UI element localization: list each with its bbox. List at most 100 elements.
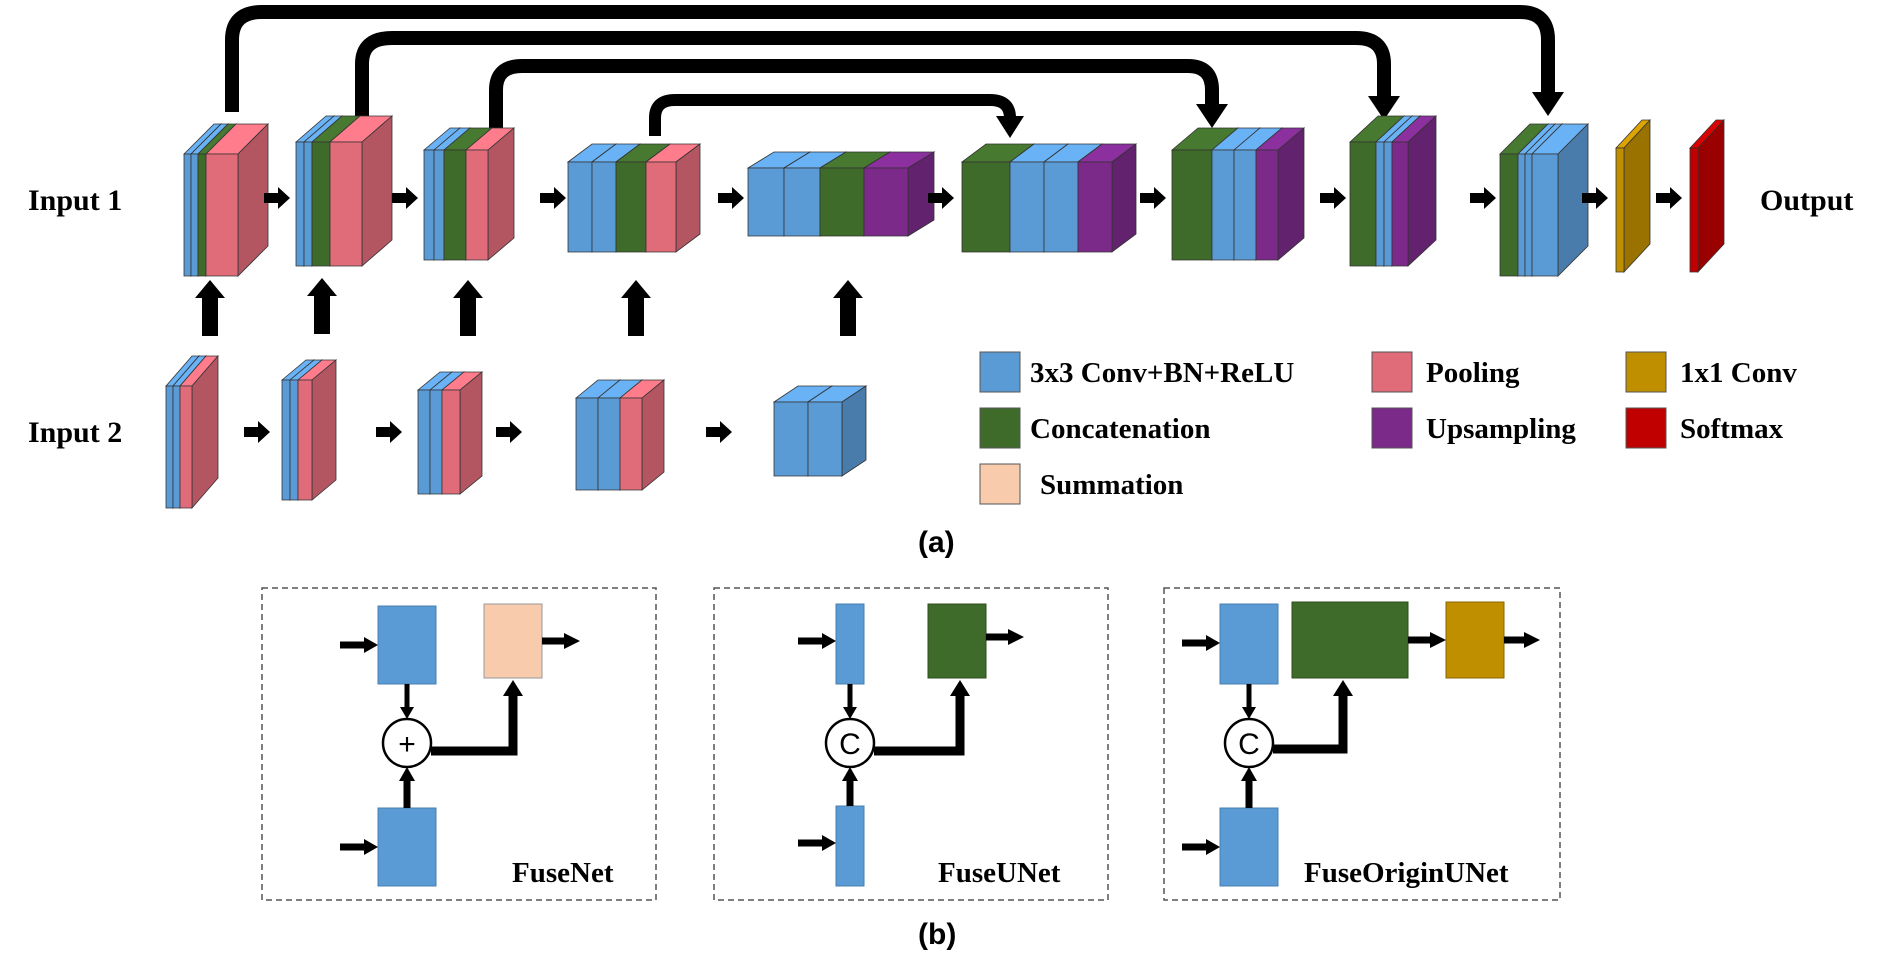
r1-flow-arrow-9 xyxy=(1582,187,1608,209)
r1-stack-8-layer-3-front xyxy=(1383,141,1393,267)
fuseoriginunet-down-arrowhead xyxy=(1242,707,1256,719)
caption-a: (a) xyxy=(918,526,955,559)
r2-stack-3-layer-3-front xyxy=(441,389,461,495)
r1-stack-out-softmax-layer-1-front xyxy=(1689,147,1699,273)
r1-stack-4-layer-1-front xyxy=(567,161,593,253)
fuseunet-in-arrowhead-top xyxy=(822,633,836,649)
legend: 3x3 Conv+BN+ReLU Pooling 1x1 Conv Concat… xyxy=(979,351,1797,505)
r1-stack-9-layer-3-front xyxy=(1524,153,1533,277)
r1-stack-9-layer-1-front xyxy=(1499,153,1519,277)
fusenet-out-arrowhead xyxy=(564,633,580,649)
fuseunet-out-arrowhead xyxy=(1008,629,1024,645)
legend-swatch-softmax xyxy=(1625,407,1667,449)
r1-stack-3 xyxy=(422,127,516,261)
legend-label-pool: Pooling xyxy=(1426,357,1520,389)
r1-stack-9-layer-2-front xyxy=(1517,153,1526,277)
legend-label-up: Upsampling xyxy=(1426,413,1576,445)
r1-stack-1-layer-2-front xyxy=(190,153,199,277)
panel-fuseoriginunet-title: FuseOriginUNet xyxy=(1304,857,1509,889)
fusenet-sum-arrowhead xyxy=(503,680,523,696)
r2-stack-2-layer-2-front xyxy=(289,379,299,501)
r1-stack-5-layer-2-front xyxy=(783,167,821,237)
r2-stack-3-layer-2-front xyxy=(429,389,443,495)
r2-flow-arrow-1 xyxy=(244,421,270,443)
fuseoriginunet-out-arrowhead xyxy=(1524,632,1540,648)
fusenet-down-arrowhead xyxy=(400,707,414,719)
r1-stack-7-layer-1-front xyxy=(1171,149,1213,261)
skip-connections xyxy=(225,5,1564,138)
fuseoriginunet-concat-block xyxy=(1291,601,1409,679)
r1-flow-arrow-1 xyxy=(264,187,290,209)
r1-stack-3-layer-1-front xyxy=(423,149,435,261)
r2-stack-3 xyxy=(416,371,484,495)
skip-arrowhead-2 xyxy=(1368,96,1400,120)
r1-stack-3-layer-3-front xyxy=(443,149,467,261)
r2-stack-5-layer-1-front xyxy=(773,401,809,477)
fuseoriginunet-conv1x1-block xyxy=(1445,601,1505,679)
r1-stack-4-layer-4-front xyxy=(645,161,677,253)
r1-stack-5-layer-3-front xyxy=(819,167,865,237)
r1-stack-8 xyxy=(1348,115,1438,267)
fusenet-conv-bottom xyxy=(377,807,437,887)
r2-stack-4-layer-2-front xyxy=(597,397,621,491)
r2-stack-5-layer-2 xyxy=(806,385,868,477)
r1-stack-3-layer-4 xyxy=(464,127,516,261)
legend-swatch-up xyxy=(1371,407,1413,449)
legend-swatch-sum xyxy=(979,463,1021,505)
r2-stack-1 xyxy=(165,354,219,510)
fuseoriginunet-concat-arrowhead xyxy=(1333,680,1353,696)
r2-stack-1-layer-3 xyxy=(179,354,219,510)
r2-stack-5 xyxy=(772,385,868,477)
r1-stack-9-layer-4 xyxy=(1531,123,1589,277)
skip-connection-3 xyxy=(489,59,1219,128)
r2-stack-2 xyxy=(280,359,338,501)
fusion-up-arrow-3 xyxy=(453,280,483,336)
fuseunet-concat-path xyxy=(874,694,965,756)
fusenet-in-arrowhead-bottom xyxy=(364,839,378,855)
fuseoriginunet-concat-path xyxy=(1273,694,1348,754)
input1-layer-row xyxy=(183,115,1725,277)
r1-stack-3-layer-4-front xyxy=(465,149,489,261)
fusenet-up-arrowhead xyxy=(399,767,415,781)
r2-stack-2-layer-3-side xyxy=(311,359,337,501)
r1-stack-4-layer-4-side xyxy=(675,143,701,253)
panel-fuseunet: C FuseUNet xyxy=(713,587,1109,901)
r2-stack-1-layer-3-front xyxy=(179,385,193,509)
r1-stack-2-layer-3-front xyxy=(311,141,331,267)
fusenet-sum-path xyxy=(431,694,518,756)
r1-stack-out-softmax xyxy=(1689,118,1725,274)
panel-fuseoriginunet: C FuseOriginUNet xyxy=(1163,587,1561,901)
fusenet-in-arrowhead-top xyxy=(364,637,378,653)
legend-label-conv1x1: 1x1 Conv xyxy=(1680,357,1797,389)
r1-stack-5-layer-1-front xyxy=(747,167,785,237)
r1-stack-4-layer-4 xyxy=(644,143,702,253)
legend-label-conv: 3x3 Conv+BN+ReLU xyxy=(1030,357,1294,389)
r1-flow-arrow-6 xyxy=(1140,187,1166,209)
r1-stack-6-layer-4 xyxy=(1076,143,1138,253)
panel-fuseunet-title: FuseUNet xyxy=(938,857,1061,889)
input2-layer-row xyxy=(165,354,868,510)
r2-flow-arrow-2 xyxy=(376,421,402,443)
skip-connection-2 xyxy=(355,31,1391,120)
r1-stack-3-layer-2-front xyxy=(433,149,445,261)
r1-stack-8-layer-1-front xyxy=(1349,141,1377,267)
fusion-up-arrow-2 xyxy=(307,278,337,334)
r1-stack-7-layer-4-front xyxy=(1255,149,1279,261)
skip-arrowhead-1 xyxy=(1532,92,1564,116)
legend-label-softmax: Softmax xyxy=(1680,413,1784,445)
r1-stack-out-conv1x1-layer-1-front xyxy=(1615,147,1625,273)
fusion-up-arrow-4 xyxy=(621,280,651,336)
r1-stack-4-layer-2-front xyxy=(591,161,617,253)
r1-stack-out-softmax-layer-1 xyxy=(1689,118,1725,274)
fuseoriginunet-in-arrowhead-bottom xyxy=(1206,839,1220,855)
fusenet-conv-top xyxy=(377,605,437,685)
r1-stack-1-layer-3-front xyxy=(197,153,207,277)
fuseoriginunet-in-arrowhead-top xyxy=(1206,635,1220,651)
fuseunet-conv-top xyxy=(835,603,865,685)
r1-stack-5-layer-4 xyxy=(862,151,936,237)
r2-stack-4-layer-3 xyxy=(618,379,666,491)
r1-stack-7 xyxy=(1170,127,1306,261)
r1-stack-2-layer-4-front xyxy=(329,141,363,267)
fuseunet-conv-bottom xyxy=(835,805,865,887)
skip-arrowhead-3 xyxy=(1196,104,1228,128)
